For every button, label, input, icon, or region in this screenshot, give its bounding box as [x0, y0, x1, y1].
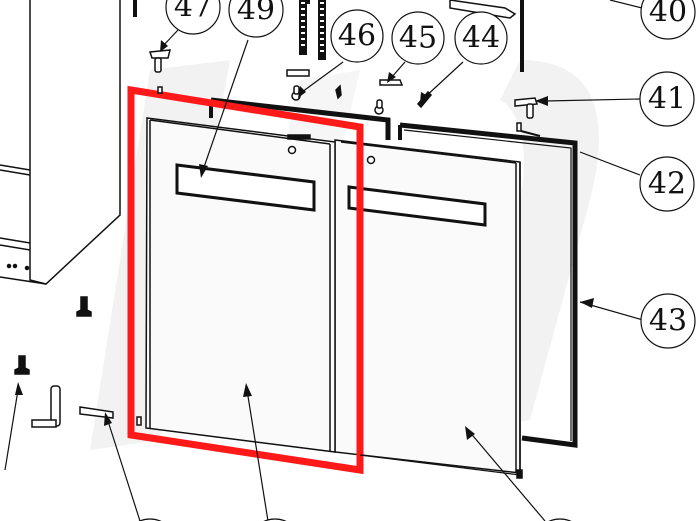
- callout-45[interactable]: 45: [391, 11, 445, 65]
- highlight-box: [127, 85, 364, 475]
- callout-43[interactable]: 43: [640, 293, 696, 349]
- callout-49[interactable]: 49: [228, 0, 284, 38]
- callout-label: 49: [237, 0, 275, 28]
- callout-label: 42: [648, 167, 686, 202]
- callout-label: 44: [462, 21, 500, 56]
- right-door-panel: [334, 139, 523, 479]
- top-bracket: [449, 0, 517, 19]
- leader-lines: [4, 29, 644, 521]
- arrowheads: [15, 40, 594, 440]
- callout-label: 46: [338, 19, 376, 54]
- callout-44[interactable]: 44: [454, 11, 508, 65]
- left-door-panel: [136, 117, 336, 453]
- callout-label: 47: [174, 0, 212, 25]
- callout-41[interactable]: 41: [639, 71, 695, 127]
- door-gasket-43: [398, 122, 578, 448]
- callout-42[interactable]: 42: [639, 156, 695, 212]
- callout-label: 41: [648, 82, 686, 117]
- callout-40[interactable]: 40: [609, 0, 696, 40]
- callout-label: 40: [649, 0, 687, 30]
- hardware-parts: [14, 49, 541, 428]
- callout-label: 45: [399, 21, 437, 56]
- callout-47[interactable]: 47: [165, 0, 221, 35]
- callout-46[interactable]: 46: [330, 9, 384, 63]
- cabinet-body: [0, 0, 137, 285]
- callout-label: 43: [649, 304, 687, 339]
